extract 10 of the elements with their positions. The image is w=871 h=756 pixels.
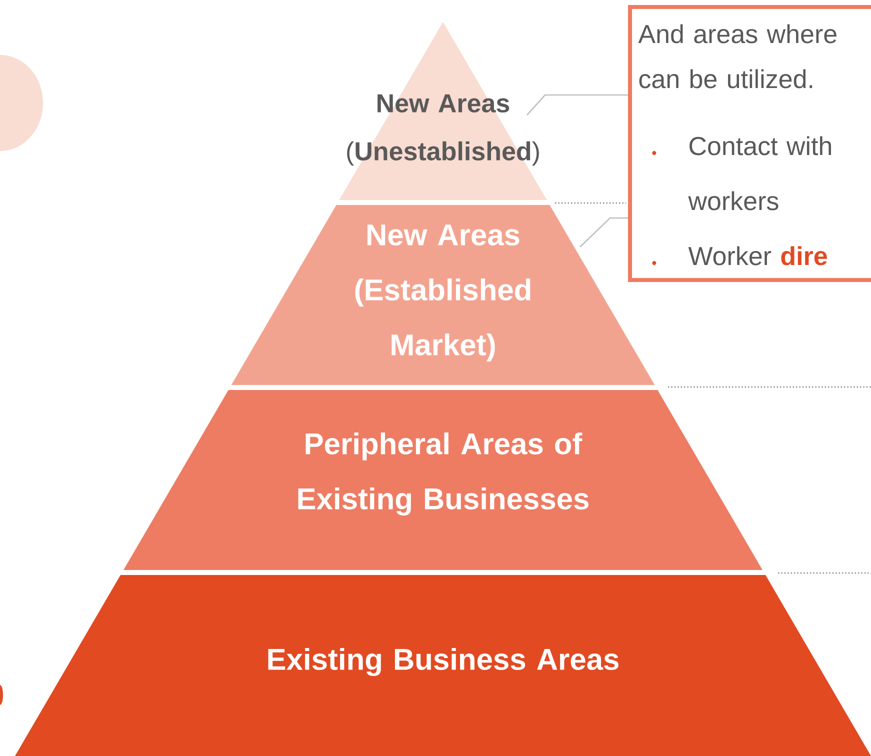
- callout-box: And areas where can be utilized. Contact with workers Worker dire: [628, 5, 871, 282]
- node-label: And areas where can be utilized.: [638, 24, 836, 88]
- pyramid-tier: Existing Business Areas: [15, 575, 871, 756]
- pyramid-tier: Peripheral Areas of Existing Businesses: [124, 390, 762, 570]
- pyramid-tier: New Areas (Established Market): [231, 205, 655, 385]
- pyramid-tier: New Areas (Unestablished): [339, 22, 547, 200]
- node-label: Contact with workers: [688, 136, 831, 210]
- node-label: Worker dire: [688, 246, 827, 266]
- leader-line: [580, 217, 628, 248]
- leader-line: [526, 94, 628, 116]
